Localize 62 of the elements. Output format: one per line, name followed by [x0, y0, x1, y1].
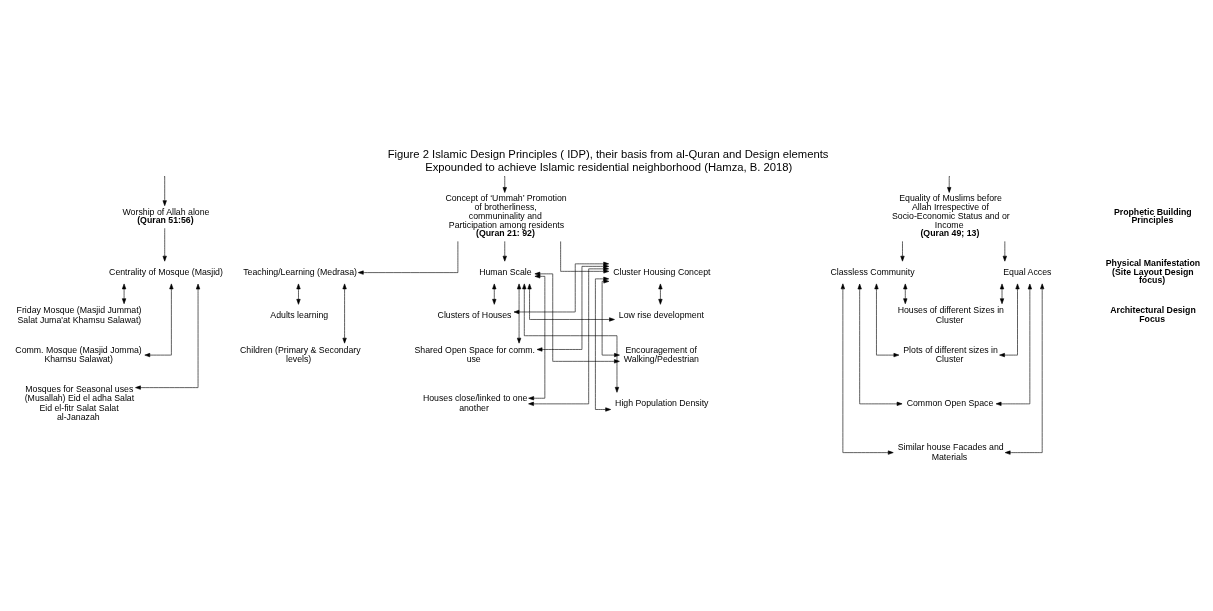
arrow	[528, 266, 609, 406]
diagram-title: Figure 2 Islamic Design Principles ( IDP), their basis from al-Quran and Design elements Expounded to achieve Islamic residential neighborhood (Hamza, B. 2018)	[387, 148, 829, 173]
arrow	[874, 283, 900, 358]
arrow	[534, 271, 620, 364]
arrow	[522, 283, 620, 393]
arrow	[1004, 283, 1045, 455]
arrow	[900, 241, 905, 262]
arrow	[601, 279, 620, 358]
arrow	[528, 274, 546, 401]
arrow	[999, 283, 1005, 305]
arrow	[122, 283, 127, 305]
arrow	[513, 261, 609, 315]
node-text: Houses close/linked to one another	[422, 393, 528, 413]
arrow	[342, 283, 347, 344]
node-text: Equal Acces	[1003, 266, 1052, 277]
arrow	[527, 283, 615, 322]
node-text: Adults learning	[270, 310, 329, 321]
arrow	[536, 264, 610, 352]
label: Prophetic Building Principles	[1113, 206, 1192, 226]
arrow	[999, 283, 1020, 358]
arrow	[135, 283, 201, 390]
arrow	[658, 283, 663, 305]
arrow	[502, 241, 507, 262]
node-text: Equality of Muslims before Allah Irrespective of Socio-Economic Status and or Income (Quran 49; 13)	[892, 193, 1010, 239]
arrow	[1002, 241, 1007, 262]
node-text: High Population Density	[615, 398, 709, 409]
node-text: Mosques for Seasonal uses (Musallah) Eid el adha Salat Eid el-fitr Salat Salat al-Janazah	[24, 384, 135, 423]
node-text: Plots of different sizes in Cluster	[903, 344, 998, 365]
node-text: Comm. Mosque (Masjid Jomma) Khamsu Salawat)	[15, 344, 142, 365]
label: Physical Manifestation (Site Layout Design focus)	[1105, 257, 1201, 286]
arrow	[840, 283, 894, 455]
node-text: Human Scale	[479, 266, 532, 277]
node-text: Concept of ‘Ummah’ Promotion of brotherliness, communinality and Participation among residents (Quran 21: 92)	[445, 193, 567, 239]
node-text: Clusters of Houses	[437, 310, 512, 321]
node-text: Friday Mosque (Masjid Jummat) Salat Juma'at Khamsu Salawat)	[16, 305, 142, 325]
node-text: Shared Open Space for comm. use	[414, 344, 536, 365]
arrow	[144, 283, 174, 358]
node-text: Centrality of Mosque (Masjid)	[109, 266, 223, 277]
arrow	[995, 283, 1032, 406]
node-text: Worship of Allah alone (Quran 51:56)	[122, 206, 210, 226]
node-text: Encouragement of Walking/Pedestrian	[623, 344, 699, 365]
arrow	[903, 283, 908, 305]
node-text: Children (Primary & Secondary levels)	[240, 344, 361, 365]
arrow	[162, 227, 167, 262]
arrow	[517, 283, 522, 344]
arrow	[492, 283, 497, 305]
node-text: Teaching/Learning (Medrasa)	[243, 266, 357, 277]
arrow	[560, 241, 610, 274]
arrow	[595, 276, 611, 412]
node-text: Low rise development	[618, 310, 704, 321]
arrow	[162, 176, 167, 206]
label: Architectural Design Focus	[1110, 305, 1196, 325]
arrow	[357, 241, 459, 275]
arrow	[947, 176, 952, 193]
arrow	[296, 283, 301, 305]
node-text: Classless Community	[830, 266, 915, 277]
arrow	[857, 283, 903, 406]
node-text: Common Open Space	[906, 398, 994, 409]
node-text: Similar house Facades and Materials	[897, 442, 1004, 462]
node-text: Houses of different Sizes in Cluster	[897, 305, 1004, 325]
arrow	[502, 176, 507, 193]
node-text: Cluster Housing Concept	[613, 266, 711, 277]
